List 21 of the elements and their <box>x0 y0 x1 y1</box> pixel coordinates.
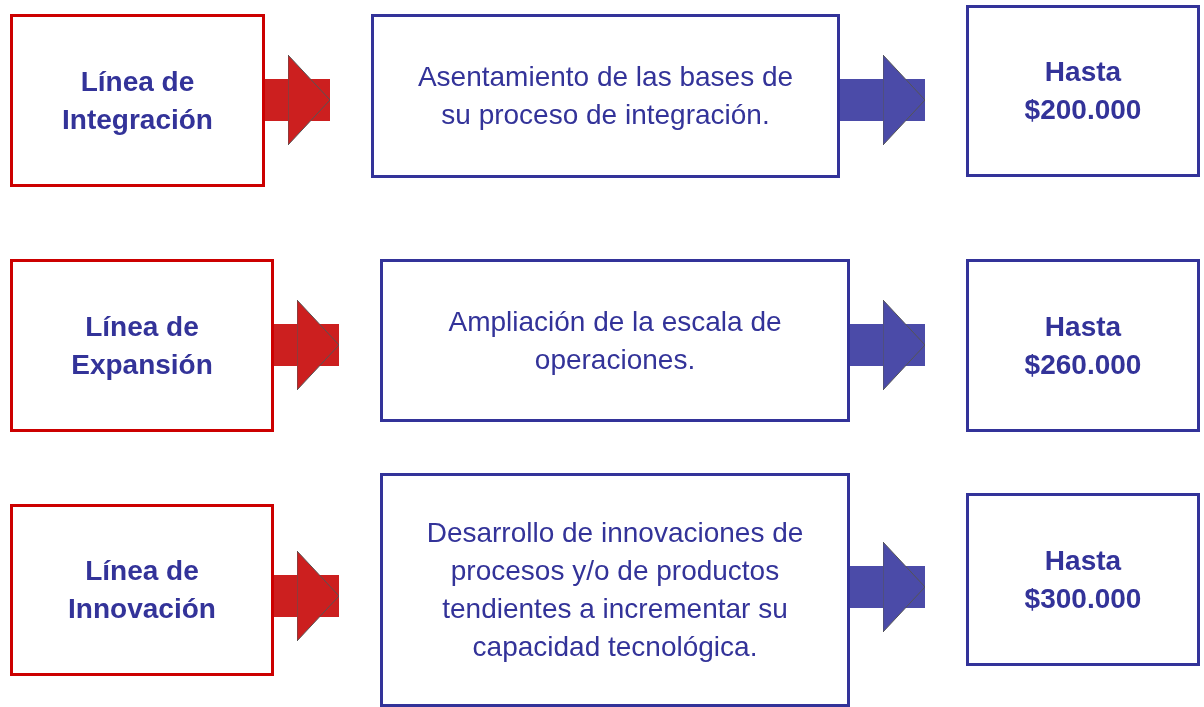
description-box <box>380 473 850 707</box>
block-arrow <box>850 299 926 391</box>
block-arrow <box>850 541 926 633</box>
amount-box <box>966 5 1200 177</box>
description-box <box>380 259 850 422</box>
description-text: Ampliación de la escala de operaciones. <box>447 304 783 377</box>
amount-label: Hasta $200.000 <box>1023 55 1143 127</box>
description-text: Desarrollo de innovaciones de procesos y/o de productos tendientes a incrementar su capacidad tecnológica. <box>425 516 805 664</box>
line-title: Línea de Expansión <box>70 309 214 382</box>
block-arrow <box>274 550 340 642</box>
amount-box <box>966 493 1200 666</box>
amount-label: Hasta $260.000 <box>1023 309 1143 382</box>
description-text: Asentamiento de las bases de su proceso de integración. <box>416 60 795 132</box>
description-box <box>371 14 840 178</box>
line-title: Línea de Innovación <box>67 554 217 626</box>
line-title: Línea de Integración <box>61 64 214 137</box>
block-arrow <box>265 54 331 146</box>
block-arrow <box>840 54 926 146</box>
amount-label: Hasta $300.000 <box>1023 543 1143 616</box>
block-arrow <box>274 299 340 391</box>
amount-box <box>966 259 1200 432</box>
